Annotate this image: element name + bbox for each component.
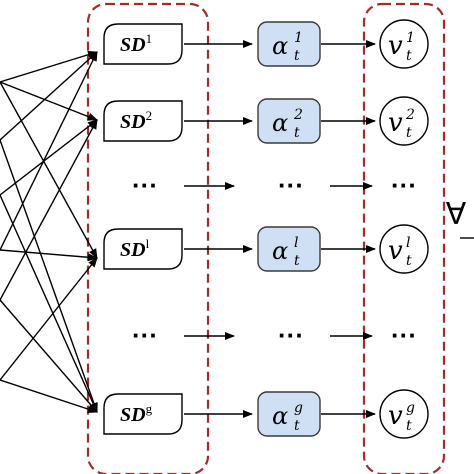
sd-node: SDl [103, 228, 183, 270]
alpha-superscript: l [294, 235, 298, 251]
alpha-superscript: 1 [294, 30, 303, 46]
sd-node: SD1 [103, 23, 183, 65]
v-superscript: 1 [406, 30, 415, 46]
ellipsis-alpha: ··· [278, 170, 304, 200]
alpha-base: α [272, 32, 288, 60]
ellipsis-sd: ··· [132, 170, 158, 200]
sd-group-frame [86, 2, 210, 474]
sd-node: SD2 [103, 100, 183, 142]
input-arrow [0, 81, 98, 259]
alpha-subscript: t [294, 125, 300, 141]
v-base: v [388, 401, 403, 431]
alpha-base: α [272, 402, 288, 430]
input-arrow [0, 119, 98, 301]
v-subscript: t [406, 48, 412, 64]
ellipsis-alpha: ··· [278, 320, 304, 350]
input-arrow [0, 379, 98, 413]
alpha-base: α [272, 109, 288, 137]
input-arrow [0, 51, 98, 251]
alpha-base: α [272, 237, 288, 265]
alpha-superscript: g [294, 400, 303, 416]
alpha-node-box [257, 391, 321, 437]
sd-node-box [103, 393, 183, 435]
alpha-subscript: t [294, 48, 300, 64]
sd-node: SDg [103, 393, 183, 435]
sd-label: SDg [120, 401, 153, 426]
sd-node-box [103, 23, 183, 65]
alpha-node-box [257, 21, 321, 67]
v-subscript: t [406, 125, 412, 141]
v-superscript: 2 [405, 107, 415, 123]
sd-node-box [103, 228, 183, 270]
input-arrow [0, 299, 98, 413]
v-node-circle [379, 389, 429, 439]
v-node-circle [379, 19, 429, 69]
v-node-circle [379, 96, 429, 146]
input-arrow [0, 81, 98, 121]
right-symbol: ∀ [446, 197, 467, 232]
input-arrow [0, 257, 98, 381]
input-arrow [0, 194, 98, 413]
alpha-node-box [257, 98, 321, 144]
alpha-subscript: t [294, 253, 300, 269]
input-arrow [0, 50, 98, 83]
v-subscript: t [406, 253, 412, 269]
sd-label: SD2 [120, 108, 152, 133]
sd-node-box [103, 100, 183, 142]
input-arrow [0, 51, 98, 141]
v-node-circle [379, 224, 429, 274]
v-base: v [388, 236, 403, 266]
alpha-node-box [257, 226, 321, 272]
input-arrow [0, 139, 98, 413]
alpha-subscript: t [294, 418, 300, 434]
ellipsis-v: ··· [391, 170, 417, 200]
sd-label: SD1 [120, 31, 152, 56]
input-arrow [0, 119, 98, 196]
input-arrow [0, 249, 98, 262]
v-superscript: g [406, 400, 415, 416]
ellipsis-v: ··· [391, 320, 417, 350]
v-subscript: t [406, 418, 412, 434]
v-superscript: l [406, 235, 410, 251]
sd-label: SDl [120, 236, 150, 261]
input-arrows [0, 50, 98, 413]
alpha-superscript: 2 [293, 107, 303, 123]
v-group-frame [362, 2, 446, 474]
v-base: v [388, 108, 403, 138]
v-base: v [388, 31, 403, 61]
ellipsis-sd: ··· [132, 320, 158, 350]
